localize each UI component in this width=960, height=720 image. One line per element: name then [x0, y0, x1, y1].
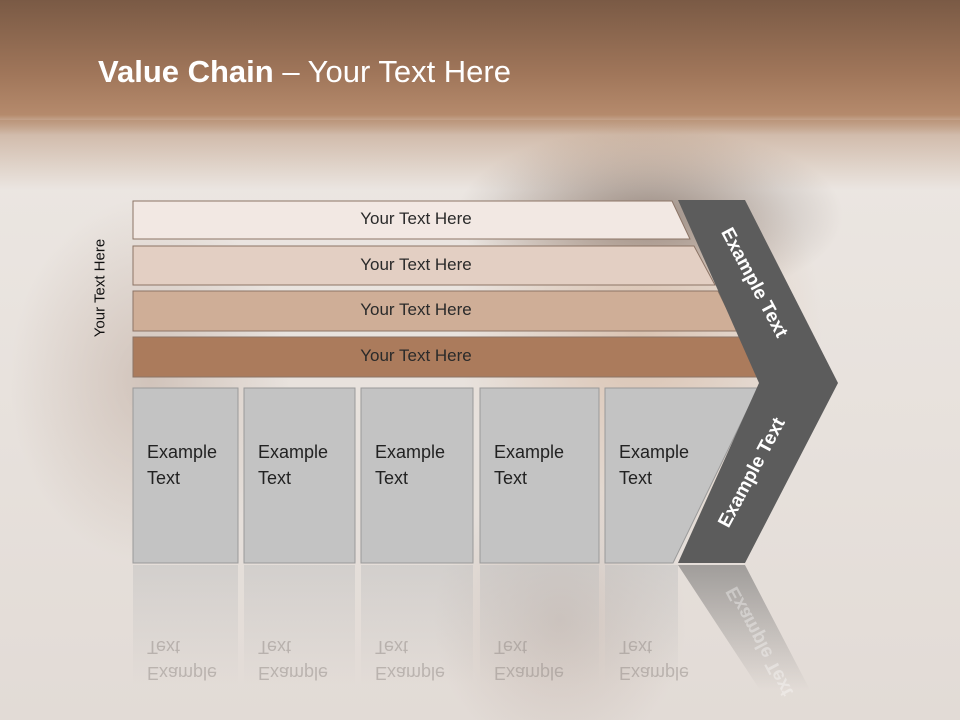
column-text-reflection-1: Example Text [147, 637, 218, 683]
column-text-5: Example Text [619, 442, 690, 488]
column-reflection-3 [361, 565, 473, 685]
column-reflection-4 [480, 565, 599, 685]
chevron-reflection [678, 565, 810, 690]
bar-label-1: Your Text Here [360, 209, 472, 228]
column-text-reflection-4: Example Text [494, 637, 565, 683]
column-box-4 [479, 387, 600, 564]
bar-label-2: Your Text Here [360, 254, 472, 274]
bar-1 [132, 200, 691, 240]
column-text-reflection-3: Example Text [375, 637, 446, 683]
chevron-upper [678, 200, 838, 383]
column-box-2 [243, 387, 356, 564]
slide-title-rest: – Your Text Here [273, 54, 511, 89]
column-reflection-5 [605, 565, 678, 685]
column-text-reflection-5: Example Text [619, 637, 690, 683]
column-text-reflection-2: Example Text [258, 637, 329, 683]
column-reflection-1 [133, 565, 238, 685]
column-box-1 [132, 387, 239, 564]
bar-2 [132, 245, 716, 286]
bar-label-4: Your Text Here [360, 346, 472, 365]
chevron-lower [678, 383, 838, 563]
column-box-3 [360, 387, 474, 564]
bar-label-3: Your Text Here [360, 300, 472, 319]
header-fade [0, 120, 960, 190]
column-text-4: Example Text [494, 442, 565, 488]
column-text-3: Example Text [375, 442, 446, 488]
slide-title-bold: Value Chain [98, 54, 274, 89]
column-box-5 [604, 387, 759, 564]
column-text-1: Example Text [147, 442, 218, 488]
header-band [0, 0, 960, 135]
column-text-2: Example Text [258, 442, 329, 488]
slide-title: Value Chain – Your Text Here [98, 54, 511, 90]
column-reflection-2 [244, 565, 355, 685]
